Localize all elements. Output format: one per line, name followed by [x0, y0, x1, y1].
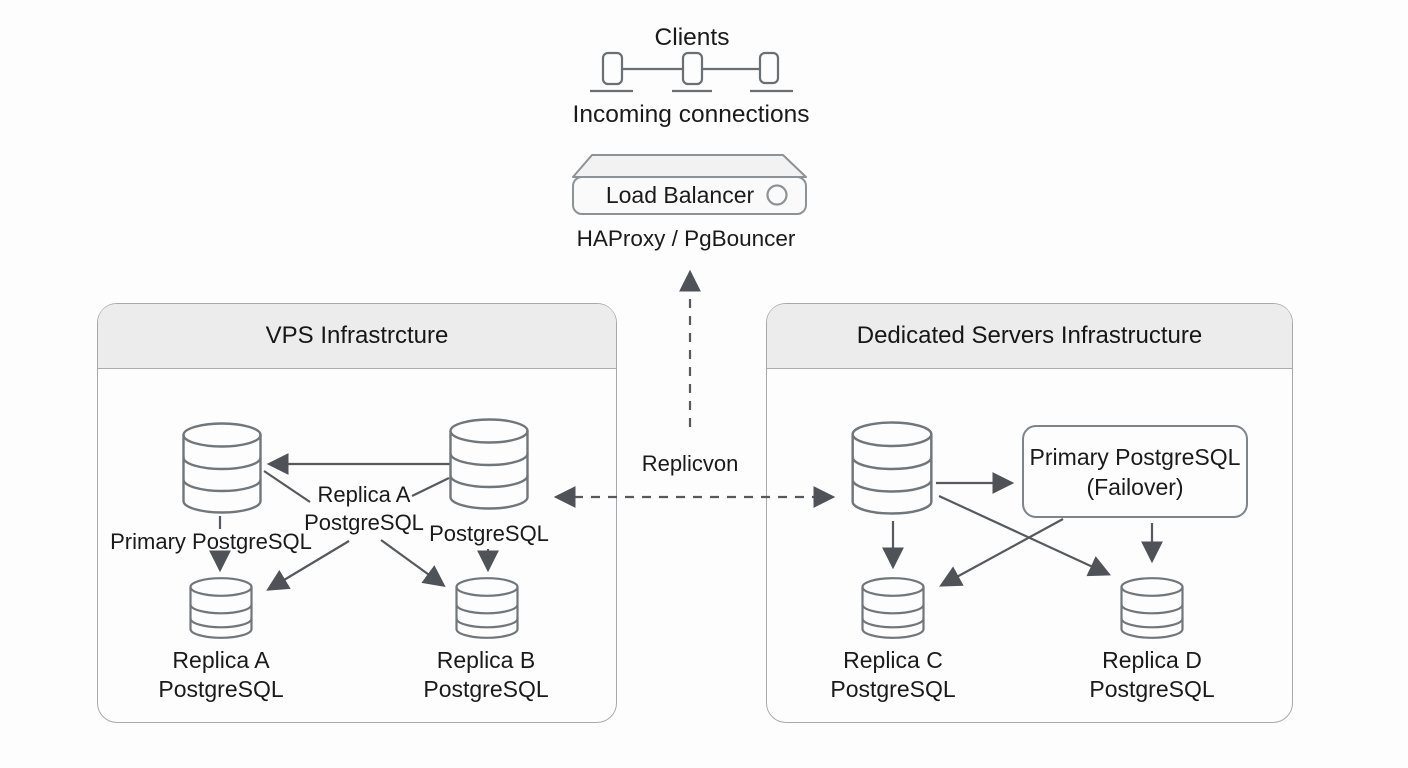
- replica-a-database-icon: [189, 577, 253, 639]
- primary-postgresql-label: Primary PostgreSQL: [110, 529, 312, 554]
- replica-a-callout-line2: PostgreSQL: [304, 510, 424, 535]
- replica-b-label: Replica B PostgreSQL: [423, 646, 548, 704]
- replica-a-callout-line1: Replica A: [317, 482, 411, 507]
- replica-a-label: Replica A PostgreSQL: [158, 646, 283, 704]
- replica-c-label: Replica C PostgreSQL: [830, 646, 955, 704]
- vps-infrastructure-header: VPS Infrastrcture: [98, 304, 616, 369]
- replica-d-line1: Replica D: [1102, 647, 1202, 673]
- replica-a-callout-label: Replica A PostgreSQL: [304, 481, 424, 537]
- dedicated-infrastructure-title: Dedicated Servers Infrastructure: [856, 322, 1203, 349]
- callout-leader-left: [263, 470, 311, 503]
- failover-primary-box: Primary PostgreSQL (Failover): [1022, 425, 1248, 518]
- replica-d-database-icon: [1120, 577, 1184, 639]
- incoming-connections-label: Incoming connections: [572, 101, 810, 128]
- clients-icon: [590, 51, 793, 93]
- vps-infrastructure-title: VPS Infrastrcture: [265, 322, 449, 349]
- replica-a-line1: Replica A: [172, 647, 270, 673]
- arrow-main-to-replica-d: [938, 495, 1111, 577]
- secondary-postgresql-label: PostgreSQL: [429, 521, 549, 546]
- load-balancer-label: Load Balancer: [605, 182, 755, 208]
- secondary-postgresql-database-icon: [449, 418, 529, 510]
- replica-c-database-icon: [861, 577, 925, 639]
- arrow-failover-to-replica-c: [939, 518, 1064, 587]
- replica-b-database-icon: [455, 577, 519, 639]
- arrow-callout-to-replica-b: [380, 539, 446, 587]
- clients-title: Clients: [654, 24, 730, 51]
- replica-c-line1: Replica C: [843, 647, 943, 673]
- dedicated-infrastructure-header: Dedicated Servers Infrastructure: [767, 304, 1292, 369]
- load-balancer-caption: HAProxy / PgBouncer: [576, 226, 796, 251]
- status-circle-icon: [766, 184, 788, 206]
- arrow-callout-to-replica-a: [266, 540, 350, 591]
- primary-postgresql-database-icon: [182, 422, 262, 514]
- replica-c-line2: PostgreSQL: [830, 676, 956, 702]
- vps-infrastructure-box: VPS Infrastrcture: [97, 303, 617, 723]
- load-balancer-icon: [572, 154, 807, 215]
- replica-a-line2: PostgreSQL: [158, 676, 284, 702]
- replica-d-label: Replica D PostgreSQL: [1089, 646, 1214, 704]
- failover-line1: Primary PostgreSQL: [1029, 443, 1241, 470]
- callout-leader-right: [411, 477, 450, 497]
- replica-b-line2: PostgreSQL: [423, 676, 549, 702]
- dedicated-main-database-icon: [851, 421, 933, 515]
- replication-label: Replicvon: [641, 451, 739, 476]
- failover-line2: (Failover): [1086, 473, 1184, 500]
- replica-d-line2: PostgreSQL: [1089, 676, 1215, 702]
- replica-b-line1: Replica B: [436, 647, 536, 673]
